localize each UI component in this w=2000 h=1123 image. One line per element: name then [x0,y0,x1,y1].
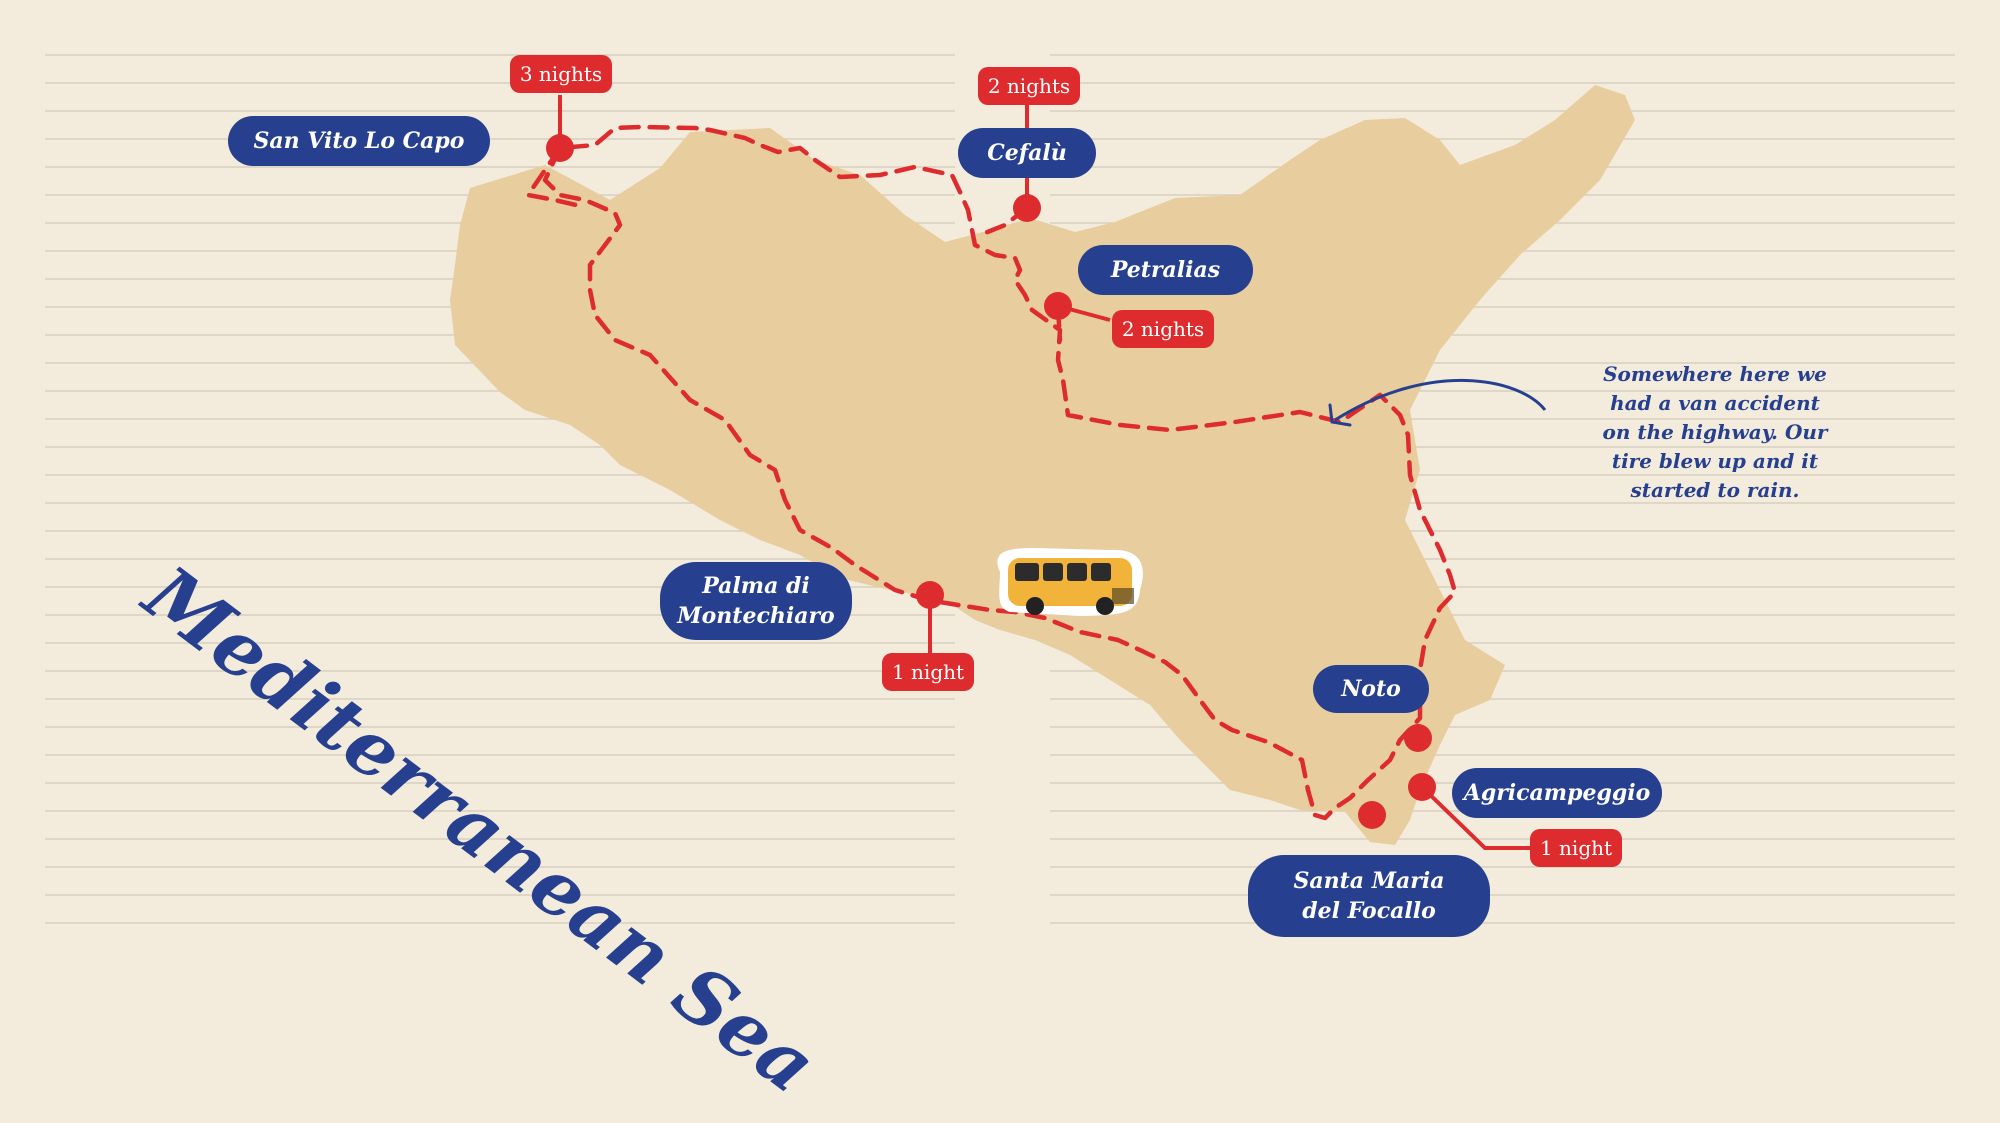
accident-note: Somewhere here we had a van accident on … [1602,362,1828,502]
route-branch-san-vito [524,145,583,209]
place-label-santa-maria[interactable]: Santa Maria del Focallo [1248,855,1490,937]
stop-marker-agricampeggio[interactable] [1408,773,1436,801]
stop-marker-san-vito[interactable] [546,134,574,162]
place-label-petralias[interactable]: Petralias [1078,245,1253,295]
connector-agricampeggio [1420,785,1535,850]
stop-marker-cefalu[interactable] [1013,194,1041,222]
place-label-san-vito[interactable]: San Vito Lo Capo [228,116,490,166]
stay-tag-san-vito: 3 nights [510,55,612,93]
travel-map: Mediterranean Sea San Vito Lo Capo 3 nig… [45,40,1955,1111]
camper-van-icon [997,548,1143,616]
stop-marker-palma[interactable] [916,581,944,609]
place-label-agricampeggio[interactable]: Agricampeggio [1452,768,1662,818]
stay-tag-agricampeggio: 1 night [1530,829,1622,867]
place-label-cefalu[interactable]: Cefalù [958,128,1096,178]
place-label-noto[interactable]: Noto [1313,665,1429,713]
stop-marker-petralias[interactable] [1044,292,1072,320]
stop-marker-santa-maria[interactable] [1358,801,1386,829]
stop-marker-noto[interactable] [1404,724,1432,752]
stay-tag-palma: 1 night [882,653,974,691]
place-label-palma[interactable]: Palma di Montechiaro [660,562,852,640]
sicily-island [450,85,1635,845]
stay-tag-petralias: 2 nights [1112,310,1214,348]
curved-arrow-icon [1328,379,1547,427]
stay-tag-cefalu: 2 nights [978,67,1080,105]
